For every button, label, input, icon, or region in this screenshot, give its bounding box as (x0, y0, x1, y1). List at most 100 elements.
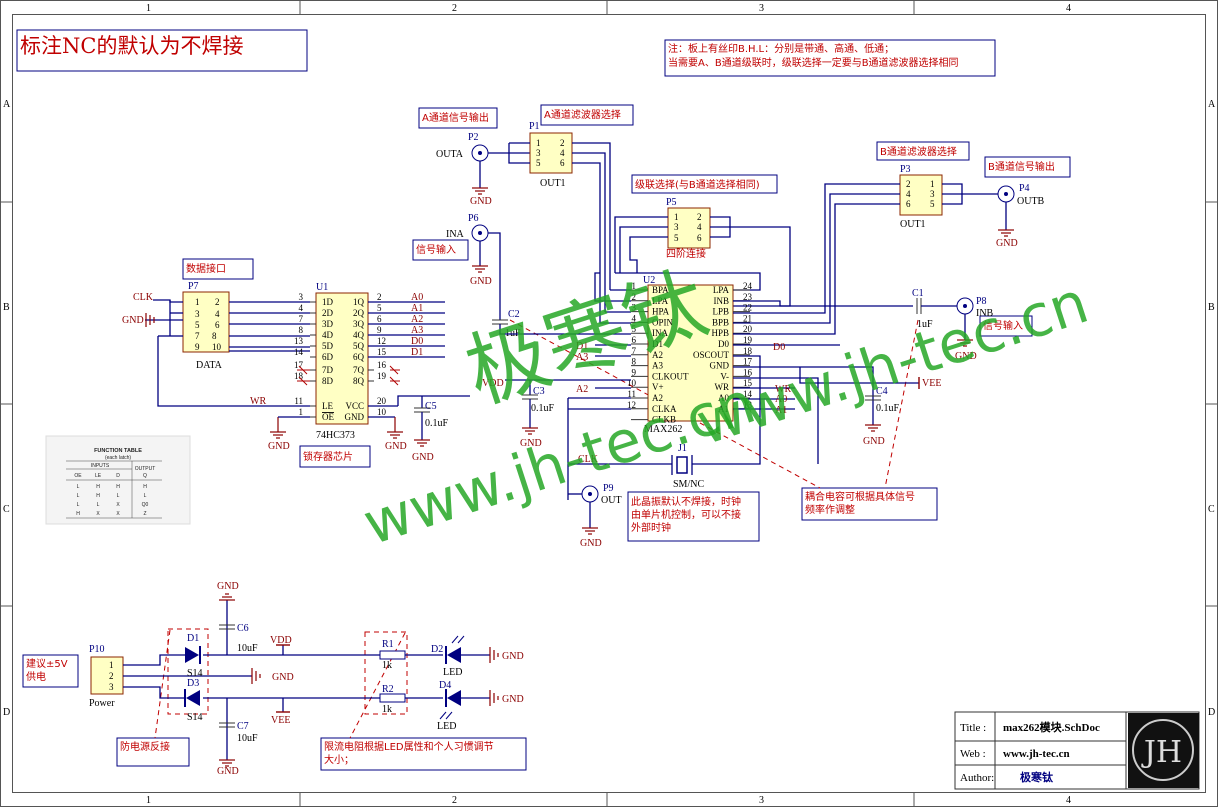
title-block: Title : max262模块.SchDoc Web : www.jh-tec… (954, 711, 1200, 790)
p3-filter-select-b: P3 OUT1 246 135 (899, 164, 943, 230)
u1-pin-name: 8Q (353, 376, 365, 386)
u1-pin-num: 2 (377, 292, 382, 302)
u1-net-a0: A0 (411, 292, 423, 303)
svg-text:GND: GND (502, 694, 524, 705)
led-note-1: 限流电阻根据LED属性和个人习惯调节 (324, 740, 494, 753)
u1-net-a2: A2 (411, 314, 423, 325)
u2-pin-name: OSCOUT (693, 350, 730, 360)
function-table-cell: L (144, 493, 147, 499)
function-table-cell: H (76, 511, 80, 517)
function-table-header: D (116, 473, 120, 479)
row-c-left: C (3, 504, 10, 515)
net-vdd-power: VDD (270, 635, 292, 646)
svg-text:5: 5 (674, 233, 679, 243)
svg-text:P7: P7 (188, 281, 199, 292)
svg-text:P2: P2 (468, 132, 479, 143)
svg-text:Power: Power (89, 698, 115, 709)
function-table-header: Q (143, 473, 147, 479)
u1-pin-name: OE (322, 412, 334, 422)
svg-text:Author:: Author: (960, 772, 994, 784)
u2-pin-num: 18 (743, 346, 753, 356)
jh-logo: JH (1141, 735, 1182, 770)
u2-pin-num: 9 (632, 367, 637, 377)
svg-text:1: 1 (109, 660, 114, 670)
u2-net-d1: D1 (576, 341, 588, 352)
svg-text:5: 5 (930, 199, 935, 209)
u2-pin-num: 12 (627, 400, 636, 410)
svg-text:Web :: Web : (960, 748, 986, 760)
function-table: FUNCTION TABLE (each latch) INPUTS OUTPU… (45, 435, 191, 525)
u2-pin-name: BPA (652, 285, 669, 295)
row-b-left: B (3, 302, 10, 313)
svg-text:GND: GND (580, 538, 602, 549)
svg-text:8: 8 (212, 331, 217, 341)
u1-pin-num: 16 (377, 360, 387, 370)
svg-text:P6: P6 (468, 213, 479, 224)
u2-net-a1: A1 (775, 405, 787, 416)
u1-pin-name: 3D (322, 319, 334, 329)
u2-pin-name: HPA (652, 307, 670, 317)
svg-text:C4: C4 (876, 386, 888, 397)
svg-text:U1: U1 (316, 282, 328, 293)
svg-text:6: 6 (215, 320, 220, 330)
inner-frame (12, 14, 1206, 793)
u2-pin-name: LPB (712, 307, 729, 317)
b-filter-label: B通道滤波器选择 (880, 145, 957, 158)
crystal-note-1: 此晶振默认不焊接，时钟 (631, 495, 741, 508)
c5-capacitor: C5 0.1uF GND (412, 396, 449, 463)
svg-text:C5: C5 (425, 401, 437, 412)
svg-text:R1: R1 (382, 639, 394, 650)
row-b-right: B (1208, 302, 1215, 313)
u1-net-d1: D1 (411, 347, 423, 358)
svg-text:7: 7 (195, 331, 200, 341)
u2-pin-num: 6 (632, 335, 637, 345)
svg-text:OUTPUT: OUTPUT (135, 466, 156, 472)
coupling-note-2: 频率作调整 (805, 503, 855, 516)
svg-text:0.1uF: 0.1uF (876, 403, 900, 414)
svg-text:6: 6 (560, 158, 565, 168)
svg-text:3: 3 (536, 148, 541, 158)
u2-pin-name: A1 (718, 404, 729, 414)
u1-latch-ic: U1 74HC373 (315, 282, 369, 441)
dash-c1-note (884, 319, 919, 489)
function-table-cell: X (116, 511, 120, 517)
signal-in-a-label: 信号输入 (416, 243, 456, 256)
col-4-top: 4 (1066, 3, 1071, 14)
r2-resistor: R2 1k (379, 684, 406, 715)
row-a-right: A (1208, 99, 1216, 110)
svg-text:GND: GND (272, 672, 294, 683)
u2-pin-name: GND (710, 361, 730, 371)
u2-pin-name: A2 (652, 393, 663, 403)
svg-text:2: 2 (109, 671, 114, 681)
led-note-2: 大小； (324, 753, 354, 766)
svg-text:P10: P10 (89, 644, 105, 655)
p9-output: P9 OUT GND (580, 483, 622, 549)
svg-text:1: 1 (195, 297, 200, 307)
u1-pin-num: 3 (299, 292, 304, 302)
u1-pin-name: LE (322, 401, 333, 411)
u1-pin-name: 1Q (353, 297, 365, 307)
svg-text:INPUTS: INPUTS (91, 463, 110, 469)
u1-net-a3: A3 (411, 325, 423, 336)
svg-text:2: 2 (215, 297, 220, 307)
svg-text:1: 1 (930, 179, 935, 189)
u2-pin-num: 5 (632, 324, 637, 334)
net-vee: VEE (922, 378, 941, 389)
u2-pin-name: V+ (652, 382, 664, 392)
svg-text:2: 2 (906, 179, 911, 189)
u2-pin-name: CLKA (652, 404, 677, 414)
b-out-label: B通道信号输出 (988, 160, 1055, 173)
col-2-top: 2 (452, 3, 457, 14)
u1-pin-num: 10 (377, 407, 387, 417)
svg-text:D2: D2 (431, 644, 443, 655)
svg-text:四阶连接: 四阶连接 (666, 247, 706, 260)
cascade-label: 级联选择(与B通道选择相同) (635, 178, 760, 191)
svg-text:GND: GND (955, 351, 977, 362)
u2-pin-name: WR (715, 382, 730, 392)
u1-pin-name: 8D (322, 376, 334, 386)
filter-note-box (664, 39, 996, 77)
svg-text:GND: GND (268, 441, 290, 452)
